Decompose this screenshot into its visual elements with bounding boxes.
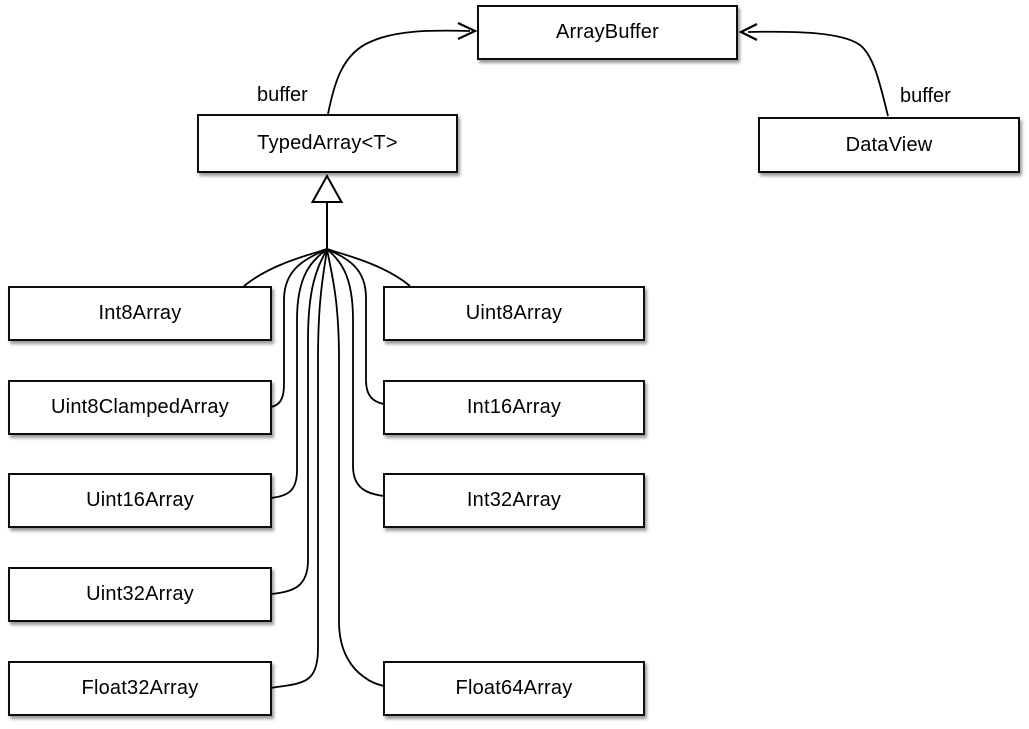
arrowhead-into-arraybuffer-right	[738, 23, 758, 41]
node-arraybuffer: ArrayBuffer	[477, 5, 738, 60]
edge-to-float32array	[270, 248, 328, 689]
node-int16array: Int16Array	[383, 380, 645, 435]
arrowhead-into-arraybuffer-left	[457, 22, 478, 40]
node-uint16array: Uint16Array	[8, 473, 272, 528]
node-float64array: Float64Array	[383, 661, 645, 716]
edge-label-dataview-buffer: buffer	[900, 85, 951, 107]
node-int8array: Int8Array	[8, 286, 272, 341]
generalization-triangle	[310, 173, 344, 203]
node-float32array: Float32Array	[8, 661, 272, 716]
edge-dataview-to-arraybuffer	[747, 30, 889, 117]
edge-to-uint8clamped	[270, 248, 328, 408]
edge-to-float64array	[326, 248, 385, 687]
edge-to-uint32array	[270, 248, 328, 595]
edge-typedarray-to-arraybuffer	[327, 29, 471, 115]
node-uint8array: Uint8Array	[383, 286, 645, 341]
node-dataview: DataView	[758, 117, 1020, 173]
node-uint32array: Uint32Array	[8, 567, 272, 622]
edge-to-uint16array	[270, 248, 328, 499]
edge-label-typedarray-buffer: buffer	[257, 84, 308, 106]
edge-to-int16array	[326, 248, 385, 405]
node-uint8clampedarray: Uint8ClampedArray	[8, 380, 272, 435]
node-int32array: Int32Array	[383, 473, 645, 528]
node-typedarray: TypedArray<T>	[197, 114, 458, 173]
edge-to-int32array	[326, 248, 385, 497]
